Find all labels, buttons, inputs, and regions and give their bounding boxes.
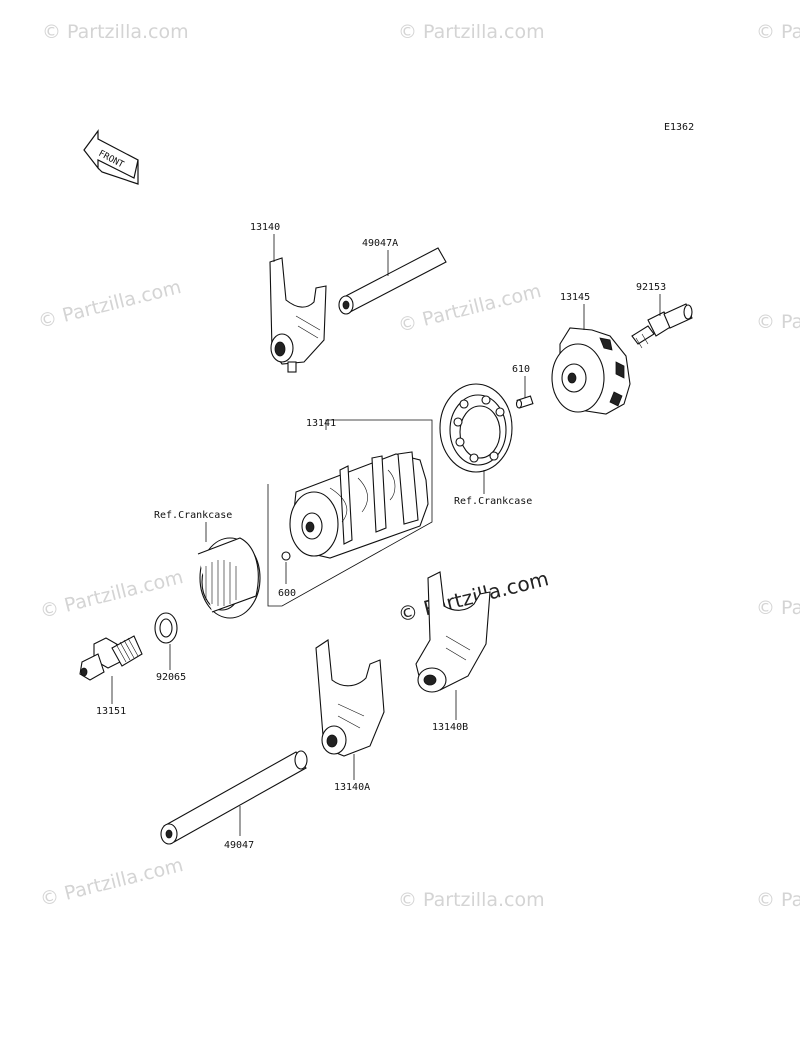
watermark: © Partzilla.com bbox=[42, 21, 189, 43]
label-600: 600 bbox=[278, 588, 296, 599]
label-13140: 13140 bbox=[250, 222, 280, 233]
label-92153: 92153 bbox=[636, 282, 666, 293]
bearing-right bbox=[439, 383, 513, 473]
label-13141: 13141 bbox=[306, 418, 336, 429]
ball-600 bbox=[281, 551, 291, 561]
watermark: © Partzilla.com bbox=[398, 889, 545, 911]
washer-92065 bbox=[154, 612, 178, 644]
shift-drum-13141 bbox=[289, 451, 429, 559]
watermark: © Partzilla.com bbox=[756, 311, 800, 333]
shaft-49047 bbox=[160, 750, 308, 845]
needle-bearing-left bbox=[197, 537, 261, 619]
shift-fork-13140 bbox=[269, 257, 327, 373]
plunger-13151 bbox=[79, 635, 143, 681]
shaft-49047A bbox=[338, 247, 447, 315]
watermark: © Partzilla.com bbox=[756, 597, 800, 619]
label-ref-crankcase-left: Ref.Crankcase bbox=[154, 510, 232, 521]
watermark: © Partzilla.com bbox=[398, 21, 545, 43]
pin-610 bbox=[515, 395, 534, 409]
watermark: © Partzilla.com bbox=[756, 21, 800, 43]
bolt-92153 bbox=[631, 303, 693, 349]
watermark: © Partzilla.com bbox=[38, 854, 186, 911]
diagram-code: E1362 bbox=[664, 122, 694, 133]
label-49047: 49047 bbox=[224, 840, 254, 851]
drum-cam-13145 bbox=[551, 327, 631, 415]
label-ref-crankcase-right: Ref.Crankcase bbox=[454, 496, 532, 507]
watermark: © Partzilla.com bbox=[36, 276, 184, 333]
callout-bracket-13141 bbox=[267, 419, 433, 607]
label-610: 610 bbox=[512, 364, 530, 375]
front-arrow-icon: FRONT bbox=[83, 129, 139, 185]
label-13140B: 13140B bbox=[432, 722, 468, 733]
watermark: © Partzilla.com bbox=[756, 889, 800, 911]
label-13151: 13151 bbox=[96, 706, 126, 717]
label-13145: 13145 bbox=[560, 292, 590, 303]
shift-fork-13140A bbox=[315, 639, 385, 757]
shift-fork-13140B bbox=[415, 571, 491, 693]
label-49047A: 49047A bbox=[362, 238, 398, 249]
watermark: © Partzilla.com bbox=[396, 280, 544, 337]
label-13140A: 13140A bbox=[334, 782, 370, 793]
label-92065: 92065 bbox=[156, 672, 186, 683]
